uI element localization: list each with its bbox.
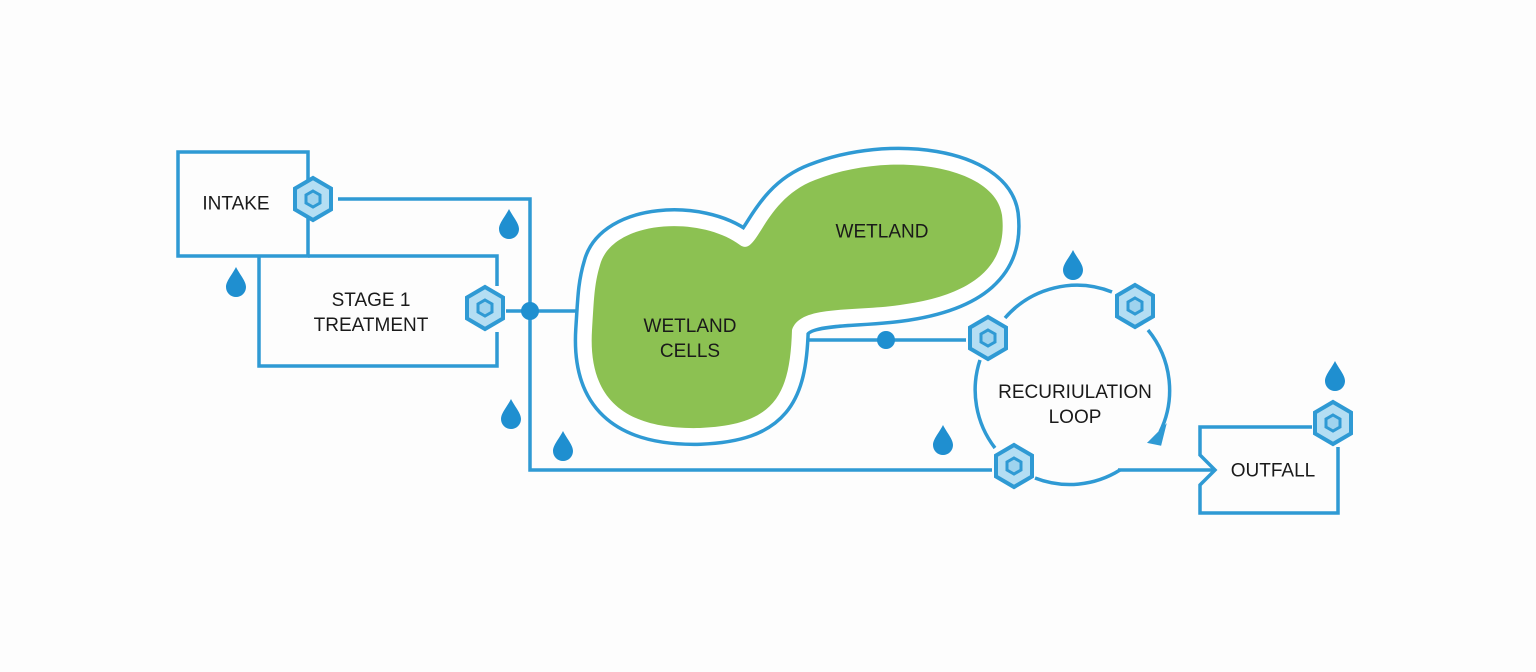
water-drop-icon [933,425,953,455]
recirculation-loop-label: RECURIULATION LOOP [998,380,1152,430]
water-drop-icon [226,267,246,297]
main-pipe [338,197,992,472]
outfall-box [1198,425,1340,515]
stage1-label-line2: TREATMENT [313,315,429,336]
wetland-cells-label-line2: CELLS [659,341,721,362]
hex-nut-icon [968,315,1008,361]
wetland-label: WETLAND [835,221,929,243]
loop-label-line2: LOOP [1048,407,1102,428]
hex-nut-icon [465,285,505,331]
junction-dot-icon [877,331,895,349]
stage1-label: STAGE 1 TREATMENT [314,288,429,338]
hex-nut-icon [994,443,1034,489]
junction-dot-icon [521,302,539,320]
water-drop-icon [1325,361,1345,391]
water-drop-icon [501,399,521,429]
water-drop-icon [553,431,573,461]
recirculation-loop [973,283,1172,487]
wetland-cells-label: WETLAND CELLS [644,314,737,364]
stage1-label-line1: STAGE 1 [331,290,411,311]
water-drop-icon [499,209,519,239]
outfall-label: OUTFALL [1230,460,1316,482]
wetland-cells-label-line1: WETLAND [643,316,737,337]
hex-nut-icon [293,176,333,222]
hex-nut-icon [1115,283,1155,329]
intake-label: INTAKE [202,193,270,215]
loop-label-line1: RECURIULATION [998,382,1152,403]
water-drop-icon [1063,250,1083,280]
hex-nut-icon [1313,400,1353,446]
wetland-cells-area [573,146,1021,447]
stage1-box [257,254,499,368]
flow-arrow-icon [1146,423,1167,446]
intake-box [176,150,310,258]
